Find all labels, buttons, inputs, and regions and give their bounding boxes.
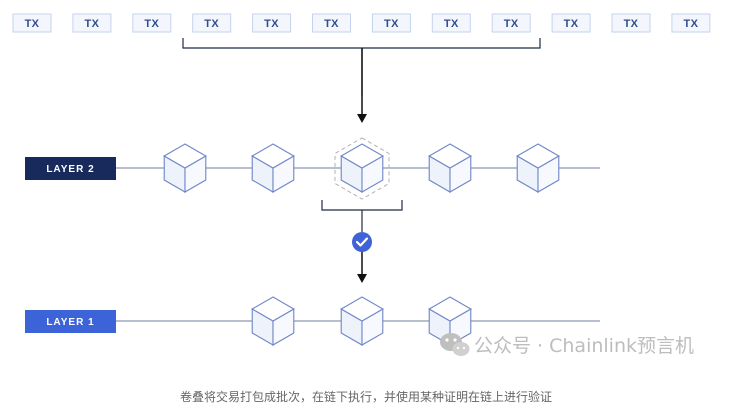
check-icon — [355, 237, 369, 247]
layer1-label-box — [25, 310, 116, 333]
tx-label: TX — [504, 18, 519, 30]
layer1-block — [340, 296, 384, 346]
tx-label: TX — [204, 18, 219, 30]
layer1-block — [251, 296, 295, 346]
transaction-row: TX TX TX TX TX TX TX TX TX TX TX TX — [12, 13, 711, 33]
diagram-caption: 卷叠将交易打包成批次，在链下执行，并使用某种证明在链上进行验证 — [180, 389, 552, 404]
tx-label: TX — [444, 18, 459, 30]
selected-block-dashed-outline — [334, 137, 390, 200]
proof-bracket — [321, 200, 403, 211]
layer2-label: LAYER 2 — [46, 164, 94, 175]
tx-box: TX — [132, 13, 172, 33]
tx-box: TX — [551, 13, 591, 33]
tx-box: TX — [611, 13, 651, 33]
batch-arrow-head — [357, 114, 367, 123]
tx-label: TX — [264, 18, 279, 30]
layer2-block — [516, 143, 560, 193]
watermark-text: 公众号 · Chainlink预言机 — [474, 335, 694, 357]
tx-box: TX — [312, 13, 351, 33]
tx-label: TX — [564, 18, 579, 30]
tx-label: TX — [384, 18, 399, 30]
tx-label: TX — [144, 18, 159, 30]
verification-check-circle — [352, 232, 372, 252]
tx-label: TX — [324, 18, 339, 30]
layer1-blocks — [251, 296, 472, 346]
tx-label: TX — [624, 18, 639, 30]
layer2-block — [428, 143, 472, 193]
tx-box: TX — [192, 13, 232, 33]
layer2-block — [251, 143, 295, 193]
tx-label: TX — [84, 18, 99, 30]
layer2-block — [340, 143, 384, 193]
tx-box: TX — [252, 13, 292, 33]
layer2-blocks — [163, 143, 560, 193]
layer1-label: LAYER 1 — [46, 317, 94, 328]
tx-label: TX — [25, 18, 40, 30]
tx-box: TX — [371, 13, 411, 33]
tx-box: TX — [431, 13, 471, 33]
watermark: 公众号 · Chainlink预言机 — [440, 333, 694, 357]
wechat-icon — [440, 333, 470, 356]
proof-arrow-head — [357, 274, 367, 283]
tx-box: TX — [72, 13, 112, 33]
tx-box: TX — [491, 13, 531, 33]
tx-label: TX — [683, 18, 698, 30]
tx-box: TX — [671, 13, 711, 33]
tx-box: TX — [12, 13, 52, 33]
layer2-label-box — [25, 157, 116, 180]
layer2-block — [163, 143, 207, 193]
